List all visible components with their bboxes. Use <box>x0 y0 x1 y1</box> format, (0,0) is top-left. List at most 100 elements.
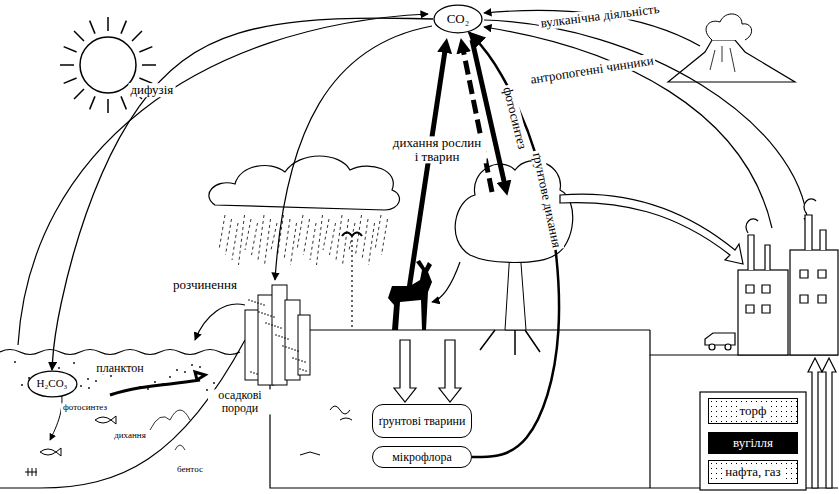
microflora-box: мікрофлора <box>372 446 472 468</box>
dissolution-label: розчинення <box>171 278 239 292</box>
node-text: мікрофлора <box>390 451 454 464</box>
rock-dot <box>260 303 262 305</box>
rock-dot <box>304 361 306 363</box>
sun-ray <box>64 47 77 52</box>
plankton-dot <box>139 386 141 388</box>
rock-dot <box>275 334 277 336</box>
rock-dot <box>291 348 293 350</box>
rain-stroke <box>343 219 349 265</box>
dotted-line <box>351 240 352 330</box>
plankton-dot <box>154 381 156 383</box>
sun-ray <box>121 96 126 109</box>
sun-ray <box>74 31 84 41</box>
rock-dot <box>251 300 253 302</box>
oil-gas-layer: нафта, газ <box>708 460 798 484</box>
rock-dot <box>278 335 280 337</box>
sedimentary-rocks <box>245 285 310 385</box>
rock-dot <box>261 312 263 314</box>
rock-dot <box>277 326 279 328</box>
rock-texture <box>248 299 307 375</box>
rain-stroke <box>323 219 329 250</box>
rock-dot <box>305 370 307 372</box>
sea-photosynthesis-label: фотосинтез <box>61 403 109 412</box>
plankton-label: планктон <box>94 362 145 375</box>
plankton-dot <box>191 364 193 366</box>
rock-dot <box>267 314 269 316</box>
volcano <box>668 14 795 82</box>
rain-stroke <box>226 219 232 255</box>
rock-dot <box>271 324 273 326</box>
co2-pool: CO₂ <box>433 4 483 34</box>
plankton-dot <box>147 388 149 390</box>
fossil-fuel-frame <box>700 358 836 490</box>
rain-stroke <box>219 215 225 250</box>
rock-dot <box>287 338 289 340</box>
rain-stroke <box>271 223 277 250</box>
sun-ray <box>74 89 84 99</box>
rain-stroke <box>258 215 264 260</box>
connector-label: ґрунтове дихання <box>530 149 564 251</box>
rock-dot <box>298 359 300 361</box>
plankton-dot <box>87 378 89 380</box>
sedimentary-label: осадкові породи <box>208 389 272 414</box>
rock-dot <box>294 349 296 351</box>
rock-dot <box>258 311 260 313</box>
rock-dot <box>288 347 290 349</box>
rock-dot <box>268 323 270 325</box>
sun-ray <box>132 31 142 41</box>
plankton-dot <box>88 387 90 389</box>
plankton-dot <box>95 380 97 382</box>
rock-dot <box>264 313 266 315</box>
rock-dot <box>274 325 276 327</box>
rain-stroke <box>291 223 297 265</box>
rock-dot <box>265 322 267 324</box>
rain-stroke <box>278 215 284 255</box>
connector-label: дифузія <box>128 83 175 97</box>
rock-dot <box>250 371 252 373</box>
carbon-flow-connector <box>469 33 559 458</box>
rain-stroke <box>362 219 368 260</box>
node-text: торф <box>738 404 769 418</box>
anthropogenic-label: антропогенні чинники <box>528 53 657 87</box>
sun-ray <box>64 78 77 83</box>
rock-dot <box>256 373 258 375</box>
photosynthesis-label: фотосинтез <box>500 84 530 153</box>
peat-layer: торф <box>708 398 798 424</box>
rock-dot <box>273 316 275 318</box>
factories <box>705 199 838 355</box>
sun-ray <box>142 64 156 66</box>
rain-stroke <box>284 219 290 260</box>
plankton-dot <box>199 366 201 368</box>
rock-dot <box>257 302 259 304</box>
sun-ray <box>90 96 95 109</box>
carbonic-acid-circle: H₂CO₃ <box>27 370 78 398</box>
rock-dot <box>285 346 287 348</box>
rock-dot <box>282 345 284 347</box>
rock-dot <box>284 337 286 339</box>
rock-dot <box>270 315 272 317</box>
rock-dot <box>281 336 283 338</box>
rock-dot <box>253 372 255 374</box>
plankton-dot <box>14 361 16 363</box>
node-text: нафта, газ <box>723 465 783 479</box>
dissolution-arrow <box>195 304 245 340</box>
rain-stroke <box>317 215 323 265</box>
sun <box>60 17 156 113</box>
soil-animals-box: ґрунтові тварини <box>372 404 472 438</box>
sea-respiration-label: дихання <box>112 431 148 440</box>
rain-cloud <box>209 156 400 265</box>
plankton-dot <box>80 385 82 387</box>
rain-stroke <box>330 223 336 255</box>
plankton-dot <box>169 376 171 378</box>
plankton-dot <box>162 383 164 385</box>
sun-ray <box>107 17 109 31</box>
rain-stroke <box>252 223 258 255</box>
rock-dot <box>297 350 299 352</box>
benthos-label: бентос <box>175 465 205 474</box>
rain-stroke <box>245 219 251 250</box>
rain-stroke <box>304 219 310 255</box>
rain-stroke <box>382 219 388 255</box>
sun-ray <box>90 21 95 34</box>
rock-dot <box>292 357 294 359</box>
